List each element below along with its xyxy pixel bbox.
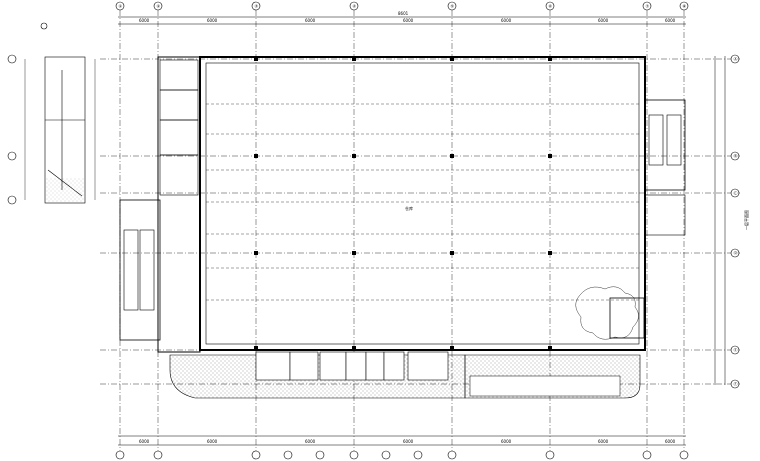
bottom-dimension: 6000 [598, 439, 609, 444]
grid-right-label: Ⓔ [734, 347, 738, 353]
top-dimension: 6000 [305, 18, 316, 23]
bottom-dimension: 6000 [139, 439, 150, 444]
grid-right-label: Ⓕ [734, 381, 738, 387]
left-offices [119, 59, 199, 341]
top-dimension: 6000 [207, 18, 218, 23]
right-side-title: 一层平面图 [743, 210, 749, 230]
grid-right-label: Ⓓ [734, 250, 738, 256]
dimension-lines [118, 16, 726, 446]
warehouse-column-lines [206, 103, 639, 301]
top-dimension: 6000 [403, 18, 414, 23]
grid-top-label: ⑥ [549, 4, 553, 9]
bottom-dimension: 6000 [207, 439, 218, 444]
grid-right-label: Ⓑ [734, 153, 738, 159]
detail-hatch [46, 178, 84, 202]
top-dimension: 6000 [501, 18, 512, 23]
grid-right-label: Ⓐ [734, 56, 738, 62]
grid-bubbles-right [730, 54, 740, 389]
top-dimension: 6000 [665, 18, 676, 23]
grid-top-label: ② [157, 4, 161, 9]
top-overall-dimension: 8601 [398, 11, 409, 16]
structural-columns [254, 57, 552, 350]
grid-top-label: ⑤ [451, 4, 455, 9]
bottom-rooms [255, 351, 449, 381]
bottom-dimension: 6000 [501, 439, 512, 444]
center-room-label: 仓库 [405, 205, 413, 211]
grid-top-label: ③ [255, 4, 259, 9]
bottom-dimension: 6000 [403, 439, 414, 444]
tree-outline [575, 286, 639, 340]
grid-top-label: ⑧ [683, 4, 687, 9]
bottom-dimension: 6000 [665, 439, 676, 444]
grid-top-label: ① [119, 4, 123, 9]
top-dimension: 6000 [598, 18, 609, 23]
loading-apron [169, 354, 641, 399]
grid-bubbles-bottom [115, 450, 689, 460]
grid-top-label: ④ [353, 4, 357, 9]
grid-right-label: Ⓒ [734, 190, 738, 196]
top-dimension: 6000 [139, 18, 150, 23]
building-outline [157, 56, 646, 353]
bottom-dimension: 6000 [305, 439, 316, 444]
grid-top-label: ⑦ [646, 4, 650, 9]
right-stairs [609, 99, 686, 339]
grid-bubbles-top [115, 1, 689, 11]
grid-bubbles-left [7, 22, 48, 205]
